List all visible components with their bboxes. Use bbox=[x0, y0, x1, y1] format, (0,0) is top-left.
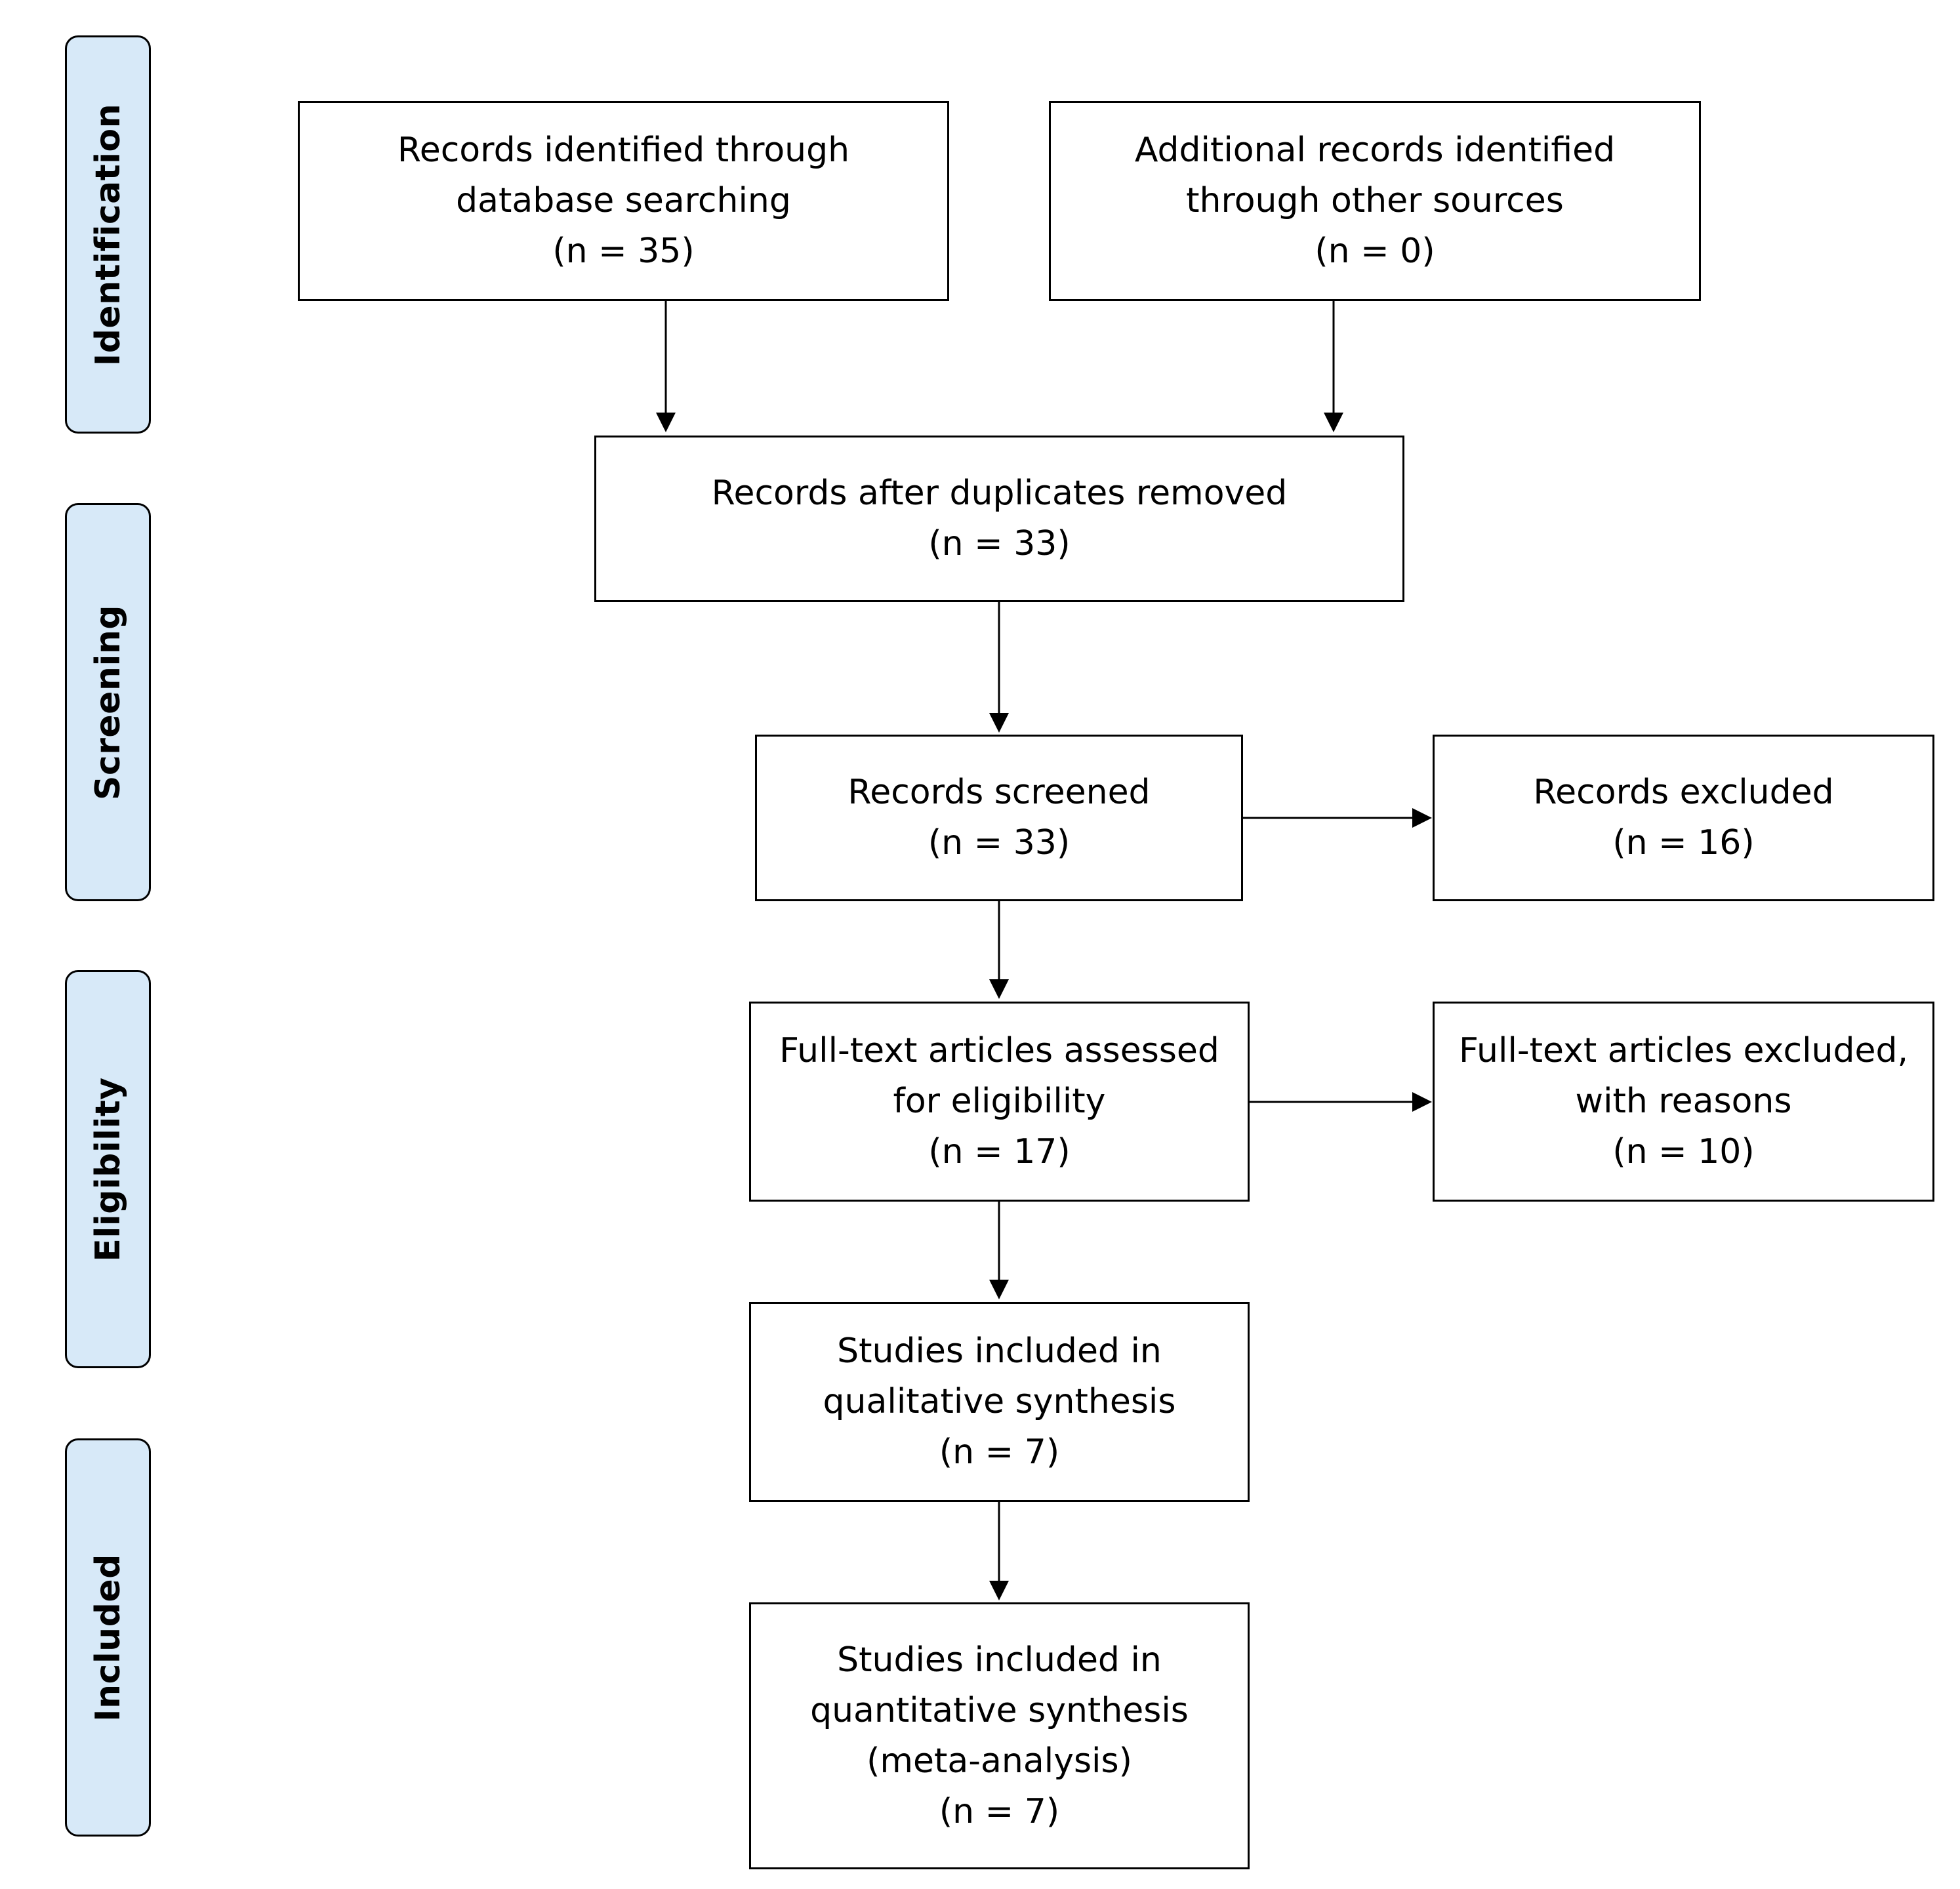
box-fulltext-assessed-line-1: Full-text articles assessed bbox=[779, 1031, 1219, 1070]
box-database-records: Records identified through database sear… bbox=[298, 101, 949, 301]
box-qualitative-synthesis-line-1: Studies included in bbox=[837, 1331, 1162, 1371]
box-records-screened: Records screened (n = 33) bbox=[755, 735, 1243, 901]
phase-screening: Screening bbox=[65, 503, 151, 901]
box-after-duplicates-count: (n = 33) bbox=[928, 524, 1071, 563]
box-other-records-line-1: Additional records identified bbox=[1134, 131, 1616, 170]
box-fulltext-excluded-line-2: with reasons bbox=[1575, 1082, 1792, 1121]
box-records-screened-line-1: Records screened bbox=[847, 773, 1151, 812]
phase-identification: Identification bbox=[65, 35, 151, 434]
box-fulltext-excluded-count: (n = 10) bbox=[1612, 1132, 1755, 1171]
box-quantitative-synthesis-line-2: quantitative synthesis bbox=[810, 1690, 1189, 1730]
box-after-duplicates-line-1: Records after duplicates removed bbox=[711, 474, 1288, 513]
phase-included: Included bbox=[65, 1438, 151, 1837]
phase-eligibility: Eligibility bbox=[65, 970, 151, 1368]
box-qualitative-synthesis-count: (n = 7) bbox=[939, 1432, 1060, 1472]
box-quantitative-synthesis-count: (n = 7) bbox=[939, 1791, 1060, 1831]
box-records-screened-count: (n = 33) bbox=[928, 823, 1071, 863]
box-records-excluded: Records excluded (n = 16) bbox=[1433, 735, 1934, 901]
box-records-excluded-line-1: Records excluded bbox=[1533, 773, 1834, 812]
box-database-records-line-1: Records identified through bbox=[397, 131, 850, 170]
box-other-records-line-2: through other sources bbox=[1186, 181, 1564, 220]
box-quantitative-synthesis: Studies included in quantitative synthes… bbox=[749, 1602, 1250, 1869]
box-fulltext-assessed-count: (n = 17) bbox=[928, 1132, 1071, 1171]
box-other-records-count: (n = 0) bbox=[1315, 232, 1435, 271]
box-database-records-count: (n = 35) bbox=[552, 232, 695, 271]
box-qualitative-synthesis: Studies included in qualitative synthesi… bbox=[749, 1302, 1250, 1502]
box-fulltext-excluded-line-1: Full-text articles excluded, bbox=[1458, 1031, 1909, 1070]
box-qualitative-synthesis-line-2: qualitative synthesis bbox=[823, 1382, 1176, 1421]
box-after-duplicates: Records after duplicates removed (n = 33… bbox=[594, 436, 1404, 602]
box-fulltext-excluded: Full-text articles excluded, with reason… bbox=[1433, 1002, 1934, 1202]
box-database-records-line-2: database searching bbox=[456, 181, 791, 220]
box-records-excluded-count: (n = 16) bbox=[1612, 823, 1755, 863]
box-fulltext-assessed: Full-text articles assessed for eligibil… bbox=[749, 1002, 1250, 1202]
box-other-records: Additional records identified through ot… bbox=[1049, 101, 1701, 301]
box-fulltext-assessed-line-2: for eligibility bbox=[893, 1082, 1106, 1121]
box-quantitative-synthesis-line-3: (meta-analysis) bbox=[867, 1741, 1132, 1781]
box-quantitative-synthesis-line-1: Studies included in bbox=[837, 1640, 1162, 1680]
